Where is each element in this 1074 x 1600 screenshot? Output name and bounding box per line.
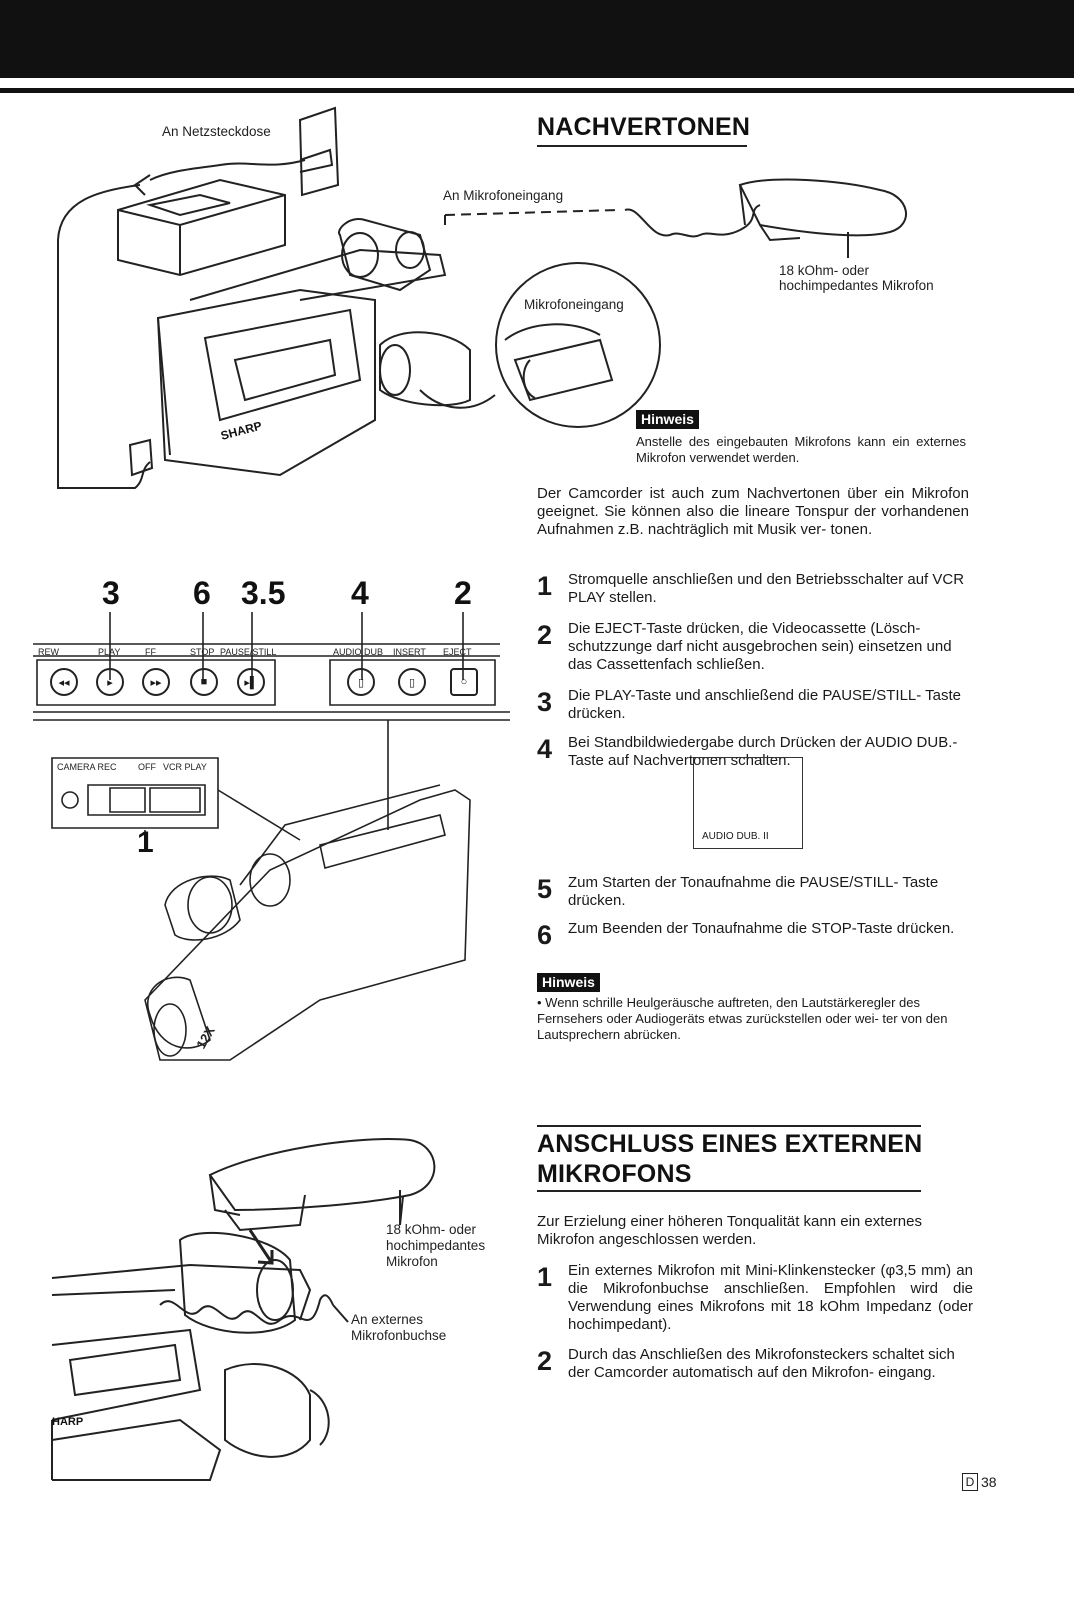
step-text: Zum Beenden der Tonaufnahme die STOP-Tas… xyxy=(568,920,955,937)
label-mic-line2: hochimpedantes xyxy=(386,1238,486,1253)
switch-label-vcr-play: VCR PLAY xyxy=(163,762,207,772)
label-netzsteckdose: An Netzsteckdose xyxy=(162,124,271,139)
panel-label-rew: REW xyxy=(38,647,59,657)
label-mikrofon-line2: hochimpedantes Mikrofon xyxy=(779,278,934,293)
eject-button-icon: ○ xyxy=(450,668,478,696)
step-text: Die EJECT-Taste drücken, die Videocasset… xyxy=(568,620,952,673)
panel-label-audio-dub: AUDIO DUB xyxy=(333,647,384,657)
label-mikrofoneingang-top: An Mikrofoneingang xyxy=(443,188,564,203)
pause-button-icon: ▸▌ xyxy=(237,668,265,696)
section-title-anschluss-2: MIKROFONS xyxy=(537,1160,692,1188)
label-mic-line3: Mikrofon xyxy=(386,1254,438,1269)
play-button-icon: ▸ xyxy=(96,668,124,696)
intro-paragraph: Der Camcorder ist auch zum Nachvertonen … xyxy=(537,485,969,538)
panel-label-pause-still: PAUSE/STILL xyxy=(220,647,277,657)
camcorder-dubbing-illustration: SHARP xyxy=(57,106,907,489)
hinweis-badge-1: Hinweis xyxy=(636,410,699,429)
label-mikrofon-line1: 18 kOhm- oder xyxy=(779,263,870,278)
panel-label-eject: EJECT xyxy=(443,647,472,657)
step-text: Ein externes Mikrofon mit Mini-Klinkenst… xyxy=(568,1262,973,1333)
panel-label-insert: INSERT xyxy=(393,647,426,657)
callout-num-4: 4 xyxy=(351,575,369,611)
switch-label-camera-rec: CAMERA REC xyxy=(57,762,117,772)
ff-button-icon: ▸▸ xyxy=(142,668,170,696)
label-mikrofoneingang-zoom: Mikrofoneingang xyxy=(524,297,624,312)
section2-intro: Zur Erzielung einer höheren Tonqualität … xyxy=(537,1213,922,1248)
title-underline xyxy=(537,145,747,147)
audio-dub-button-icon: ▯ xyxy=(347,668,375,696)
insert-button-icon: ▯ xyxy=(398,668,426,696)
screen-display-box: AUDIO DUB. II xyxy=(693,757,803,849)
panel-label-stop: STOP xyxy=(190,647,215,657)
step-number: 3 xyxy=(537,687,553,717)
step-text: Durch das Anschließen des Mikrofonstecke… xyxy=(568,1346,955,1381)
header-band xyxy=(0,0,1074,78)
page-number-value: 38 xyxy=(981,1474,997,1490)
step-text: Stromquelle anschließen und den Betriebs… xyxy=(568,571,965,606)
callout-num-1: 1 xyxy=(137,826,154,859)
title-overline xyxy=(537,1125,921,1127)
page-number: D 38 xyxy=(962,1473,997,1491)
title-underline-2 xyxy=(537,1190,921,1192)
callout-num-6: 6 xyxy=(193,575,211,611)
callout-num-2: 2 xyxy=(454,575,472,611)
brand-logo-partial: HARP xyxy=(52,1416,83,1428)
label-buchse-line1: An externes xyxy=(351,1312,424,1327)
step-text: Bei Standbildwiedergabe durch Drücken de… xyxy=(568,734,958,769)
panel-label-ff: FF xyxy=(145,647,156,657)
label-mic-line1: 18 kOhm- oder xyxy=(386,1222,477,1237)
step-number: 5 xyxy=(537,874,553,904)
section-title-nachvertonen: NACHVERTONEN xyxy=(537,113,751,141)
step-number: 2 xyxy=(537,1346,553,1376)
switch-label-off: OFF xyxy=(138,762,156,772)
step-number: 1 xyxy=(537,571,553,601)
step-number: 1 xyxy=(537,1262,553,1292)
panel-label-play: PLAY xyxy=(98,647,121,657)
step-number: 2 xyxy=(537,620,553,650)
step-text: Zum Starten der Tonaufnahme die PAUSE/ST… xyxy=(568,874,939,909)
callout-num-3-5: 3.5 xyxy=(241,575,286,611)
callout-num-3: 3 xyxy=(102,575,120,611)
rew-button-icon: ◂◂ xyxy=(50,668,78,696)
step-text: Die PLAY-Taste und anschließend die PAUS… xyxy=(568,687,961,722)
step-number: 6 xyxy=(537,920,553,950)
stop-button-icon: ■ xyxy=(190,668,218,696)
label-buchse-line2: Mikrofonbuchse xyxy=(351,1328,447,1343)
hinweis-text-2: • Wenn schrille Heulgeräusche auftreten,… xyxy=(537,995,948,1042)
hinweis-text-1: Anstelle des eingebauten Mikrofons kann … xyxy=(636,434,966,465)
section-title-anschluss-1: ANSCHLUSS EINES EXTERNEN xyxy=(537,1130,923,1158)
lang-marker: D xyxy=(962,1473,978,1491)
header-rule xyxy=(0,88,1074,93)
hinweis-badge-2: Hinweis xyxy=(537,973,600,992)
step-number: 4 xyxy=(537,734,553,764)
screen-display-text: AUDIO DUB. II xyxy=(702,831,769,842)
